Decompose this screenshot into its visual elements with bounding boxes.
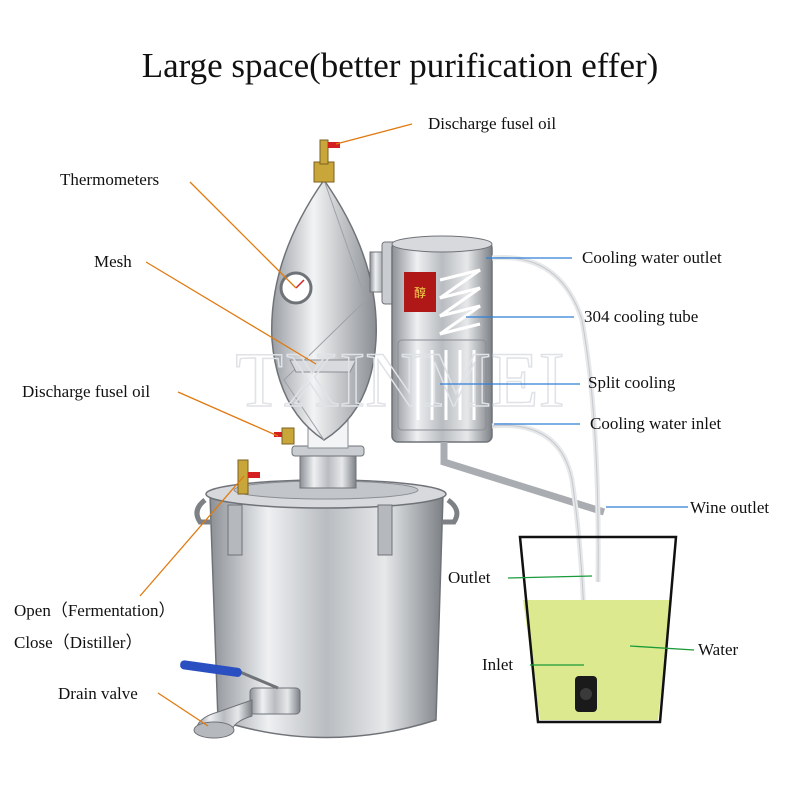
label-cooling-water-inlet: Cooling water inlet [590,414,722,433]
label-discharge-fusel-oil-top: Discharge fusel oil [428,114,557,133]
svg-text:醇: 醇 [414,285,426,300]
label-drain-valve: Drain valve [58,684,138,703]
label-close-distiller: Close（Distiller） [14,633,143,652]
watermark-text: TXINMEI [235,336,564,423]
right-leader-lines [440,257,688,508]
label-inlet: Inlet [482,655,514,674]
label-wine-outlet: Wine outlet [690,498,770,517]
label-thermometers: Thermometers [60,170,160,189]
bucket-leader-lines [507,575,695,666]
label-mesh: Mesh [94,252,132,271]
drain-valve [180,660,301,739]
label-outlet: Outlet [448,568,491,587]
label-water: Water [698,640,739,659]
label-discharge-fusel-oil-mid: Discharge fusel oil [22,382,151,401]
label-split-cooling: Split cooling [588,373,676,392]
fermentation-pot [194,479,460,739]
condenser: 醇 [391,235,606,516]
left-leader-lines [139,123,413,727]
label-open-fermentation: Open（Fermentation） [14,601,176,620]
diagram-title: Large space(better purification effer) [141,46,659,85]
water-bucket [518,535,678,724]
label-cooling-water-outlet: Cooling water outlet [582,248,722,267]
label-304-cooling-tube: 304 cooling tube [584,307,699,326]
